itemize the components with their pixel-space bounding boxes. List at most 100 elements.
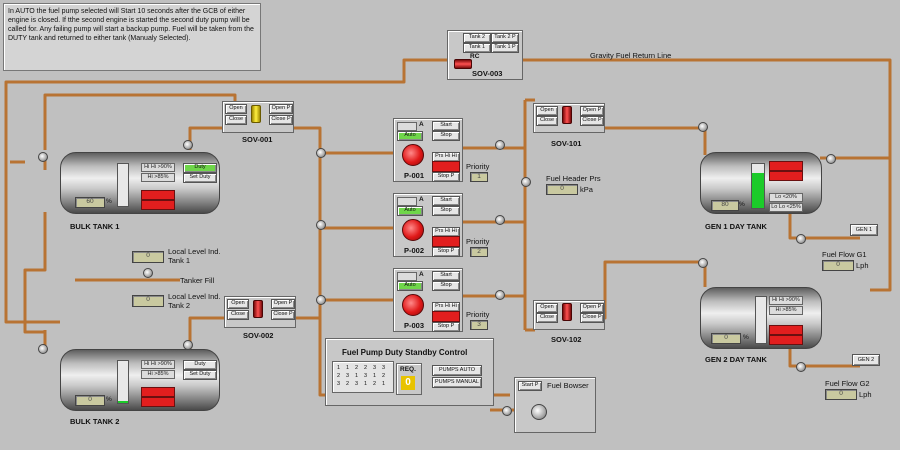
valve-icon[interactable]: [495, 140, 505, 150]
p002-alarm: [432, 236, 460, 247]
return-line-label: Gravity Fuel Return Line: [590, 51, 672, 60]
p003-pump-icon[interactable]: [402, 294, 424, 316]
valve-icon[interactable]: [698, 258, 708, 268]
bulk-tank-2-alarm-2: [141, 397, 175, 407]
p003-stop-button[interactable]: Stop: [432, 281, 460, 291]
pumps-auto-button[interactable]: PUMPS AUTO: [432, 365, 482, 376]
valve-icon[interactable]: [316, 148, 326, 158]
sov-002-open-button[interactable]: Open: [227, 299, 249, 309]
sov-001-close-button[interactable]: Close: [225, 115, 247, 125]
sov-102-openp-indicator: Open P: [580, 303, 604, 313]
p001-stop-button[interactable]: Stop: [432, 131, 460, 141]
bulk-tank-1-hihi: Hi Hi >90%: [141, 163, 175, 172]
sov-101-valve-icon[interactable]: [562, 106, 572, 124]
bulk-tank-1-label: BULK TANK 1: [70, 222, 120, 231]
pumps-manual-button[interactable]: PUMPS MANUAL: [432, 377, 482, 388]
sov-102-label: SOV-102: [551, 335, 582, 344]
valve-icon[interactable]: [316, 220, 326, 230]
sov-102-open-button[interactable]: Open: [536, 303, 558, 313]
p002-start-button[interactable]: Start: [432, 196, 460, 206]
valve-icon[interactable]: [495, 215, 505, 225]
p002-stopp-indicator: Stop P: [432, 247, 460, 257]
gen1-tank-gauge: [751, 163, 765, 209]
sov-102-close-button[interactable]: Close: [536, 313, 558, 323]
sov-001-panel: Open Close Open P Close P: [222, 101, 294, 133]
valve-icon[interactable]: [502, 406, 512, 416]
gen2-flow-label: Fuel Flow G2: [825, 379, 870, 388]
bulk-tank-2-set-duty-button[interactable]: Set Duty: [183, 370, 217, 380]
duty-grid-cell: 1: [373, 373, 377, 379]
header-prs-value: 0: [546, 184, 578, 195]
tank2p-indicator: Tank 2 P: [491, 33, 519, 43]
valve-icon[interactable]: [796, 234, 806, 244]
sov-003-rc-label: RC: [470, 53, 480, 60]
tank2-button[interactable]: Tank 2: [463, 33, 491, 43]
p003-status: [397, 272, 417, 281]
p002-stop-button[interactable]: Stop: [432, 206, 460, 216]
valve-icon[interactable]: [316, 295, 326, 305]
p003-start-button[interactable]: Start: [432, 271, 460, 281]
bulk-tank-1-set-duty-button[interactable]: Set Duty: [183, 173, 217, 183]
p002-priority-label: Priority: [466, 237, 490, 246]
sov-002-close-button[interactable]: Close: [227, 310, 249, 320]
p001-pump-icon[interactable]: [402, 144, 424, 166]
p002-auto[interactable]: Auto: [397, 206, 423, 216]
gen2-hihi: Hi Hi >90%: [769, 296, 803, 305]
sov-002-openp-indicator: Open P: [271, 299, 295, 309]
bulk-tank-2-fill: [118, 400, 128, 403]
req-value: 0: [401, 376, 415, 390]
gen1-pct: %: [739, 201, 745, 208]
bowser-start-button[interactable]: Start P: [518, 381, 542, 391]
sov-101-label: SOV-101: [551, 139, 582, 148]
req-label: REQ.: [400, 366, 416, 373]
valve-icon[interactable]: [698, 122, 708, 132]
sov-001-open-button[interactable]: Open: [225, 104, 247, 114]
valve-icon[interactable]: [796, 362, 806, 372]
gen2-day-tank: 0 % Hi Hi >90% Hi >85%: [700, 287, 822, 349]
p001-stopp-indicator: Stop P: [432, 172, 460, 182]
valve-icon[interactable]: [183, 140, 193, 150]
sov-101-closep-indicator: Close P: [580, 116, 604, 126]
tanker-fill-label: Tanker Fill: [180, 276, 215, 285]
p003-alarm: [432, 311, 460, 322]
p003-auto[interactable]: Auto: [397, 281, 423, 291]
gauge-icon: [38, 152, 48, 162]
sov-003-valve-icon[interactable]: [454, 59, 472, 69]
duty-standby-title: Fuel Pump Duty Standby Control: [342, 348, 468, 357]
bowser-pump-icon[interactable]: [531, 404, 547, 420]
duty-grid-cell: 3: [373, 365, 377, 371]
gen1-lolo: Lo Lo <25%: [769, 203, 803, 212]
p001-auto[interactable]: Auto: [397, 131, 423, 141]
gen1-tank-fill: [752, 172, 764, 208]
gauge-icon: [38, 344, 48, 354]
sov-002-label: SOV-002: [243, 331, 274, 340]
valve-icon[interactable]: [143, 268, 153, 278]
bulk-tank-1-alarm-1: [141, 190, 175, 200]
gen1-alarm-2: [769, 171, 803, 181]
sov-002-valve-icon[interactable]: [253, 300, 263, 318]
local-level-tank1-label: Local Level Ind. Tank 1: [168, 247, 221, 265]
gen2-indicator: GEN 2: [852, 354, 880, 366]
sov-102-valve-icon[interactable]: [562, 303, 572, 321]
bulk-tank-1-pct: %: [106, 198, 112, 205]
sov-101-open-button[interactable]: Open: [536, 106, 558, 116]
bulk-tank-2-hi: Hi >85%: [141, 370, 175, 379]
valve-icon[interactable]: [183, 340, 193, 350]
sov-101-panel: Open Close Open P Close P: [533, 103, 605, 133]
valve-icon[interactable]: [495, 290, 505, 300]
sov-001-valve-icon[interactable]: [251, 105, 261, 123]
sov-002-panel: Open Close Open P Close P: [224, 296, 296, 328]
gen2-label: GEN 2 DAY TANK: [705, 355, 767, 364]
valve-icon[interactable]: [826, 154, 836, 164]
bulk-tank-1-level: 60: [75, 197, 105, 208]
tank1-button[interactable]: Tank 1: [463, 43, 491, 53]
sov-102-closep-indicator: Close P: [580, 313, 604, 323]
p003-priority-label: Priority: [466, 310, 490, 319]
gen1-level: 80: [711, 200, 739, 211]
local-level-tank2-display: 0: [132, 295, 164, 307]
gen1-label: GEN 1 DAY TANK: [705, 222, 767, 231]
p002-pump-icon[interactable]: [402, 219, 424, 241]
p001-start-button[interactable]: Start: [432, 121, 460, 131]
sov-101-close-button[interactable]: Close: [536, 116, 558, 126]
